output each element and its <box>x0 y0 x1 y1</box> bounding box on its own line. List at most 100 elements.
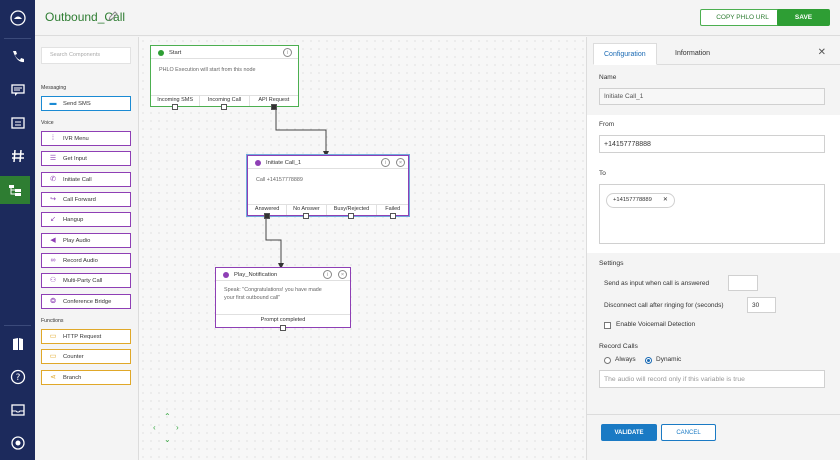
top-bar: Outbound_Call COPY PHLO URL SAVE <box>35 0 840 36</box>
from-label: From <box>599 121 615 128</box>
multiparty-icon: ⚇ <box>49 277 57 284</box>
node-play-notification[interactable]: Play_Notification i × Speak: "Congratulati… <box>215 267 351 331</box>
flow-title[interactable]: Outbound_Call <box>45 10 126 24</box>
node-initiate-call[interactable]: Initiate Call_1 i × Call +14157778889 Answ… <box>247 155 409 219</box>
pan-right-icon[interactable]: › <box>176 423 179 432</box>
node-start-body: PHLO Execution will start from this node <box>159 67 256 73</box>
component-branch[interactable]: ⋖Branch <box>41 370 131 385</box>
pan-up-icon[interactable]: ⌃ <box>164 412 171 421</box>
node-play-body-line1: Speak: "Congratulations! you have made <box>224 287 322 293</box>
component-send-sms[interactable]: ▬Send SMS <box>41 96 131 111</box>
dialpad-icon: ⁞ <box>52 135 54 142</box>
http-icon: ▭ <box>49 333 57 340</box>
counter-icon: ▭ <box>49 353 57 360</box>
voicemail-icon: ∞ <box>50 257 56 264</box>
play-status-dot <box>223 272 229 278</box>
initiate-status-dot <box>255 160 261 166</box>
conference-icon: ❂ <box>50 298 56 305</box>
node-start-title: Start <box>169 50 182 56</box>
phone-icon[interactable] <box>0 43 35 71</box>
speaker-icon: ◀ <box>50 237 56 244</box>
record-always-radio[interactable] <box>604 357 611 364</box>
component-counter[interactable]: ▭Counter <box>41 349 131 364</box>
logo-icon[interactable] <box>0 4 35 32</box>
voice-heading: Voice <box>41 120 54 126</box>
branch-icon: ⋖ <box>50 374 56 381</box>
port-no-answer[interactable]: No Answer <box>287 205 327 219</box>
hash-icon[interactable] <box>0 142 35 170</box>
search-components-input[interactable]: Search Components <box>41 47 131 64</box>
info-icon[interactable]: i <box>323 270 332 279</box>
copy-phlo-url-button[interactable]: COPY PHLO URL <box>700 9 785 26</box>
save-button[interactable]: SAVE <box>777 9 830 26</box>
hangup-icon: ↙ <box>50 216 56 223</box>
to-number-chip[interactable]: +14157778889✕ <box>606 193 675 208</box>
component-initiate-call[interactable]: ✆Initiate Call <box>41 172 131 187</box>
tab-configuration[interactable]: Configuration <box>593 43 657 65</box>
info-icon[interactable]: i <box>283 48 292 57</box>
info-icon[interactable]: i <box>381 158 390 167</box>
input-icon: ☰ <box>49 155 57 162</box>
node-initiate-title: Initiate Call_1 <box>266 160 302 166</box>
settings-heading: Settings <box>599 260 624 267</box>
phone-numbers-section: From +14157778888 To +14157778889✕ <box>587 115 840 253</box>
components-sidebar: Search Components Messaging ▬Send SMS Vo… <box>35 37 139 460</box>
messages-icon[interactable] <box>0 76 35 104</box>
configuration-panel: Configuration Information ✕ Name Initiat… <box>586 37 840 460</box>
port-incoming-sms[interactable]: Incoming SMS <box>151 96 201 110</box>
inbox-icon[interactable] <box>0 396 35 424</box>
messaging-heading: Messaging <box>41 85 67 91</box>
phlo-icon[interactable] <box>0 176 30 204</box>
close-panel-icon[interactable]: ✕ <box>817 47 826 58</box>
pan-down-icon[interactable]: ⌄ <box>164 435 171 444</box>
node-play-title: Play_Notification <box>234 272 278 278</box>
send-input-label: Send as input when call is answered <box>604 280 710 287</box>
node-initiate-body: Call +14157778889 <box>256 177 303 183</box>
component-get-input[interactable]: ☰Get Input <box>41 151 131 166</box>
port-api-request[interactable]: API Request <box>250 96 298 110</box>
remove-chip-icon[interactable]: ✕ <box>662 197 668 203</box>
cancel-button[interactable]: CANCEL <box>661 424 716 441</box>
record-dynamic-radio[interactable] <box>645 357 652 364</box>
component-hangup[interactable]: ↙Hangup <box>41 212 131 227</box>
record-variable-field[interactable]: The audio will record only if this varia… <box>599 370 825 388</box>
port-answered[interactable]: Answered <box>248 205 288 219</box>
docs-icon[interactable] <box>0 330 35 358</box>
port-failed[interactable]: Failed <box>377 205 408 219</box>
name-field[interactable]: Initiate Call_1 <box>599 88 825 105</box>
left-nav-rail: ? <box>0 0 35 460</box>
component-ivr-menu[interactable]: ⁞IVR Menu <box>41 131 131 146</box>
component-http-request[interactable]: ▭HTTP Request <box>41 329 131 344</box>
port-incoming-call[interactable]: Incoming Call <box>200 96 250 110</box>
start-status-dot <box>158 50 164 56</box>
record-always-label: Always <box>615 356 636 363</box>
pan-left-icon[interactable]: ‹ <box>153 423 156 432</box>
from-field[interactable]: +14157778888 <box>599 135 825 153</box>
node-play-body-line2: your first outbound call" <box>224 295 281 301</box>
voicemail-checkbox[interactable] <box>604 322 611 329</box>
validate-button[interactable]: VALIDATE <box>601 424 657 441</box>
disconnect-label: Disconnect call after ringing for (secon… <box>604 302 724 309</box>
component-record-audio[interactable]: ∞Record Audio <box>41 253 131 268</box>
help-icon[interactable]: ? <box>0 363 35 391</box>
component-conference-bridge[interactable]: ❂Conference Bridge <box>41 294 131 309</box>
component-call-forward[interactable]: ↪Call Forward <box>41 192 131 207</box>
flow-canvas[interactable]: Start i PHLO Execution will start from th… <box>139 37 586 460</box>
component-play-audio[interactable]: ◀Play Audio <box>41 233 131 248</box>
component-multi-party-call[interactable]: ⚇Multi-Party Call <box>41 273 131 288</box>
voicemail-label: Enable Voicemail Detection <box>616 321 696 328</box>
disconnect-seconds-field[interactable]: 30 <box>747 297 776 313</box>
to-field[interactable]: +14157778889✕ <box>599 184 825 244</box>
port-busy-rejected[interactable]: Busy/Rejected <box>327 205 378 219</box>
port-prompt-completed[interactable]: Prompt completed <box>216 315 350 331</box>
node-start[interactable]: Start i PHLO Execution will start from th… <box>150 45 299 110</box>
delete-node-icon[interactable]: × <box>396 158 405 167</box>
name-label: Name <box>599 74 617 81</box>
edit-pencil-icon[interactable] <box>108 11 118 21</box>
tab-information[interactable]: Information <box>675 50 711 57</box>
settings-icon[interactable] <box>0 429 35 457</box>
record-dynamic-label: Dynamic <box>656 356 682 363</box>
delete-node-icon[interactable]: × <box>338 270 347 279</box>
send-input-field[interactable] <box>728 275 758 291</box>
numbers-icon[interactable] <box>0 109 35 137</box>
